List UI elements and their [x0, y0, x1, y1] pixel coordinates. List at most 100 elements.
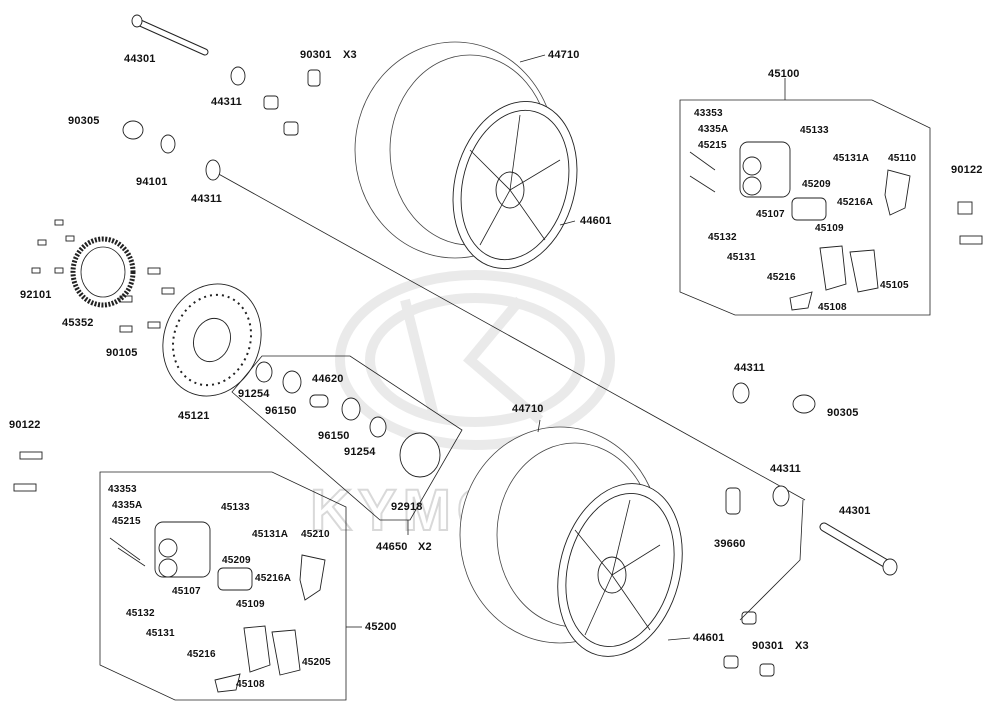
caliper-lower: [109, 521, 326, 693]
part-label-90105: 90105: [106, 347, 138, 359]
part-label-44620: 44620: [312, 373, 344, 385]
part-label-45210: 45210: [301, 529, 330, 540]
part-label-45108: 45108: [818, 302, 847, 313]
caliper-kit-outline-upper: [679, 99, 931, 316]
cap-nut-right-c: [759, 663, 775, 677]
part-label-45133: 45133: [221, 502, 250, 513]
part-label-44301: 44301: [124, 53, 156, 65]
part-label-43353: 43353: [108, 484, 137, 495]
part-label-92101: 92101: [20, 289, 52, 301]
bolt-90122-b: [13, 483, 37, 492]
part-label-45205: 45205: [302, 657, 331, 668]
abs-sensor-ring: [70, 236, 136, 308]
cap-nut-a: [263, 95, 279, 110]
part-label-4335A: 4335A: [112, 500, 143, 511]
kymco-watermark: [335, 270, 615, 450]
leader-lines: [346, 54, 804, 641]
part-label-45216: 45216: [767, 272, 796, 283]
part-label-94101: 94101: [136, 176, 168, 188]
part-label-45131A: 45131A: [833, 153, 870, 164]
sensor-39660: [725, 487, 741, 515]
part-label-44601: 44601: [580, 215, 612, 227]
part-label-45132: 45132: [126, 608, 155, 619]
part-label-45209: 45209: [222, 555, 251, 566]
part-label-45216A: 45216A: [837, 197, 874, 208]
bearing-96150-a: [282, 370, 302, 394]
part-label-44650: 44650: [376, 541, 408, 553]
seal-91254-a: [255, 361, 273, 383]
part-label-90122: 90122: [951, 164, 983, 176]
part-label-90122: 90122: [9, 419, 41, 431]
part-label-45216A: 45216A: [255, 573, 292, 584]
part-label-45132: 45132: [708, 232, 737, 243]
washer-94101: [160, 134, 176, 154]
axle-centerline: [214, 171, 806, 501]
part-label-44311: 44311: [770, 463, 801, 475]
bearing-96150-b: [341, 397, 361, 421]
part-label-45200: 45200: [365, 621, 397, 633]
seal-91254-b: [369, 416, 387, 438]
hub-kit-outline: [231, 355, 463, 521]
part-label-44311: 44311: [191, 193, 222, 205]
front-wheel-top: [354, 41, 578, 270]
front-wheel-bottom: [459, 426, 683, 657]
part-label-43353: 43353: [694, 108, 723, 119]
part-label-96150: 96150: [318, 430, 350, 442]
part-label-45215: 45215: [112, 516, 141, 527]
part-label-4335A: 4335A: [698, 124, 729, 135]
brake-disc: [162, 283, 262, 397]
part-label-45131: 45131: [727, 252, 756, 263]
spacer-44311-right-lower: [772, 485, 790, 507]
part-label-45216: 45216: [187, 649, 216, 660]
part-label-90301: 90301: [752, 640, 784, 652]
part-label-44311: 44311: [211, 96, 242, 108]
part-label-91254: 91254: [344, 446, 376, 458]
part-label-45100: 45100: [768, 68, 800, 80]
part-qty-44650: X2: [418, 541, 432, 553]
part-label-96150: 96150: [265, 405, 297, 417]
collar-44620: [309, 394, 329, 408]
part-label-44311: 44311: [734, 362, 765, 374]
part-label-45107: 45107: [172, 586, 201, 597]
part-label-45121: 45121: [178, 410, 210, 422]
bolt-90122-upper-b: [959, 235, 983, 245]
part-label-90305: 90305: [827, 407, 859, 419]
caliper-kit-outline-lower: [99, 471, 347, 701]
cap-nut-b: [283, 121, 299, 136]
part-label-45352: 45352: [62, 317, 94, 329]
spacer-44311-right: [732, 382, 750, 404]
hub-92918: [399, 432, 441, 478]
part-label-45109: 45109: [236, 599, 265, 610]
cap-nut-right-b: [723, 655, 739, 669]
axle-nut-90305-right: [792, 394, 816, 414]
bolt-90122-upper-a: [957, 201, 973, 215]
axle-bolt-top: [131, 14, 209, 56]
part-label-90305: 90305: [68, 115, 100, 127]
part-label-45131: 45131: [146, 628, 175, 639]
part-label-45107: 45107: [756, 209, 785, 220]
part-label-44301: 44301: [839, 505, 871, 517]
axle-bolt-bottom: [819, 522, 898, 576]
axle-nut-90305: [122, 120, 144, 140]
part-label-45105: 45105: [880, 280, 909, 291]
cap-nut-90301: [307, 69, 321, 87]
part-label-45110: 45110: [888, 153, 917, 164]
part-qty-90301: X3: [343, 49, 357, 61]
part-label-44710: 44710: [512, 403, 544, 415]
part-label-44601: 44601: [693, 632, 725, 644]
spacer-44311-top: [230, 66, 246, 86]
part-label-45209: 45209: [802, 179, 831, 190]
cap-nut-right-a: [741, 611, 757, 625]
part-label-90301: 90301: [300, 49, 332, 61]
part-label-91254: 91254: [238, 388, 270, 400]
part-label-92918: 92918: [391, 501, 423, 513]
part-label-39660: 39660: [714, 538, 746, 550]
part-label-44710: 44710: [548, 49, 580, 61]
part-label-45109: 45109: [815, 223, 844, 234]
part-label-45133: 45133: [800, 125, 829, 136]
bolt-cluster-left: [31, 219, 175, 333]
part-label-45108: 45108: [236, 679, 265, 690]
part-qty-90301: X3: [795, 640, 809, 652]
